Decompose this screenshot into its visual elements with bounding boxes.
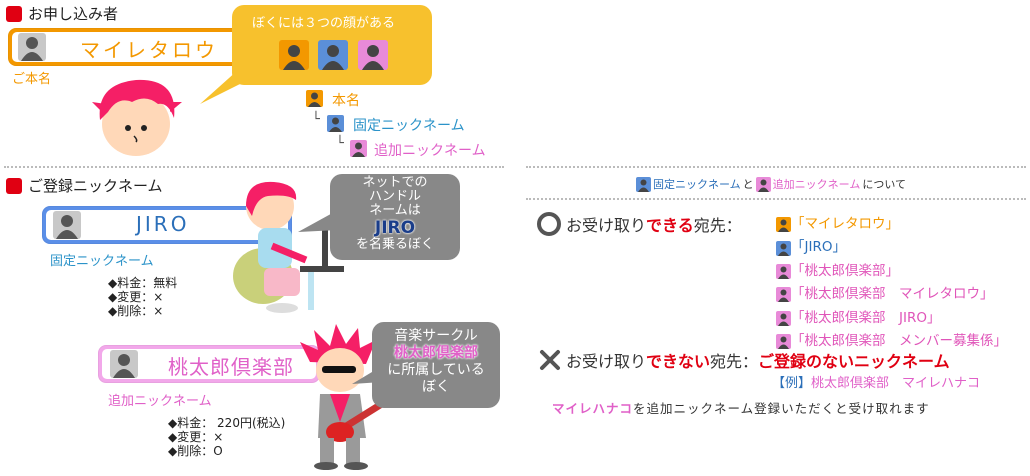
registered-section-title: ご登録ニックネーム (28, 177, 163, 195)
music-circle-bubble (372, 322, 500, 408)
fixed-nick-caption: 固定ニックネーム (50, 254, 154, 269)
fixed-nick-icon (636, 176, 651, 192)
added-nick-caption: 追加ニックネーム (108, 394, 212, 409)
added-fee-list: ◆料金： 220円(税込) ◆変更：× ◆削除：O (168, 416, 285, 458)
tree-fixed-icon (327, 115, 344, 136)
person-icon (18, 33, 46, 61)
real-name-icon (776, 217, 791, 233)
person-icon (53, 211, 81, 243)
tree-added-nick: 追加ニックネーム (374, 143, 486, 159)
fee-line: ◆料金：無料 (108, 276, 178, 290)
tree-branch-1: └ (312, 112, 320, 127)
list-item: 「桃太郎倶楽部 メンバー募集係」 (776, 330, 1007, 353)
added-nick-name: 桃太郎倶楽部 (168, 355, 294, 379)
added-nick-icon (776, 264, 791, 280)
blue-person-icon (318, 40, 348, 74)
fixed-nick-name: JIRO (136, 212, 190, 236)
fixed-nick-icon (776, 240, 791, 256)
divider-right-top (526, 166, 1026, 168)
fee-line: ◆削除：× (108, 304, 164, 318)
computer-boy-illustration (228, 176, 348, 316)
registration-note: マイレハナコを追加ニックネーム登録いただくと受け取れます (552, 401, 930, 416)
info-header: 固定ニックネーム と 追加ニックネーム について (636, 176, 906, 192)
fee-line: ◆変更：× (108, 290, 164, 304)
boy-face-illustration (88, 72, 208, 162)
circle-mark-icon (536, 211, 562, 241)
tree-real-icon (306, 90, 323, 111)
list-item: 「桃太郎倶楽部」 (776, 260, 1007, 283)
example-line: 【例】桃太郎倶楽部 マイレハナコ (772, 376, 981, 391)
bubble-jiro-name: JIRO (374, 218, 416, 238)
bubble-tail (298, 210, 338, 232)
real-name-bar (8, 28, 258, 66)
list-item: 「JIRO」 (776, 236, 1007, 259)
added-nick-icon (776, 310, 791, 326)
added-nick-icon (776, 287, 791, 303)
can-receive-list: 「マイレタロウ」 「JIRO」 「桃太郎倶楽部」 「桃太郎倶楽部 マイレタロウ」… (776, 213, 1007, 353)
cross-mark-icon (538, 348, 562, 376)
music-bubble-text: 音楽サークル 桃太郎倶楽部 に所属している ぼく (372, 328, 500, 396)
list-item: 「桃太郎倶楽部 マイレタロウ」 (776, 283, 1007, 306)
fee-line: ◆料金： 220円(税込) (168, 416, 286, 430)
fee-line: ◆削除：O (168, 444, 223, 458)
added-nick-icon (776, 334, 791, 350)
tree-added-icon (350, 140, 367, 161)
list-item: 「桃太郎倶楽部 JIRO」 (776, 307, 1007, 330)
real-name: マイレタロウ (80, 38, 218, 62)
divider-left (4, 166, 504, 168)
applicant-section-title: お申し込み者 (28, 5, 119, 23)
bubble-tail (200, 70, 268, 104)
person-icon (110, 350, 138, 382)
list-item: 「マイレタロウ」 (776, 213, 1007, 236)
tree-fixed-nick: 固定ニックネーム (353, 118, 465, 134)
fixed-fee-list: ◆料金：無料 ◆変更：× ◆削除：× (108, 276, 177, 318)
tree-branch-2: └ (336, 136, 344, 151)
three-faces-text: ぼくには３つの顔がある (252, 16, 396, 31)
divider-right-mid (526, 198, 1026, 200)
can-receive-heading: お受け取りできる宛先： (566, 216, 742, 235)
real-name-caption: ご本名 (12, 72, 52, 87)
section-marker (6, 178, 22, 194)
fee-line: ◆変更：× (168, 430, 224, 444)
section-marker (6, 6, 22, 22)
bubble-momotaro-name: 桃太郎倶楽部 (394, 345, 478, 361)
added-nick-icon (755, 176, 771, 192)
handle-bubble-text: ネットでの ハンドル ネームは JIRO を名乗るぼく (330, 176, 460, 252)
cannot-receive-heading: お受け取りできない宛先：ご登録のないニックネーム (566, 352, 950, 371)
bubble-tail (352, 366, 382, 384)
pink-person-icon (358, 40, 388, 74)
tree-real-name: 本名 (332, 93, 360, 109)
handle-name-bubble (330, 174, 460, 260)
orange-person-icon (279, 40, 309, 74)
